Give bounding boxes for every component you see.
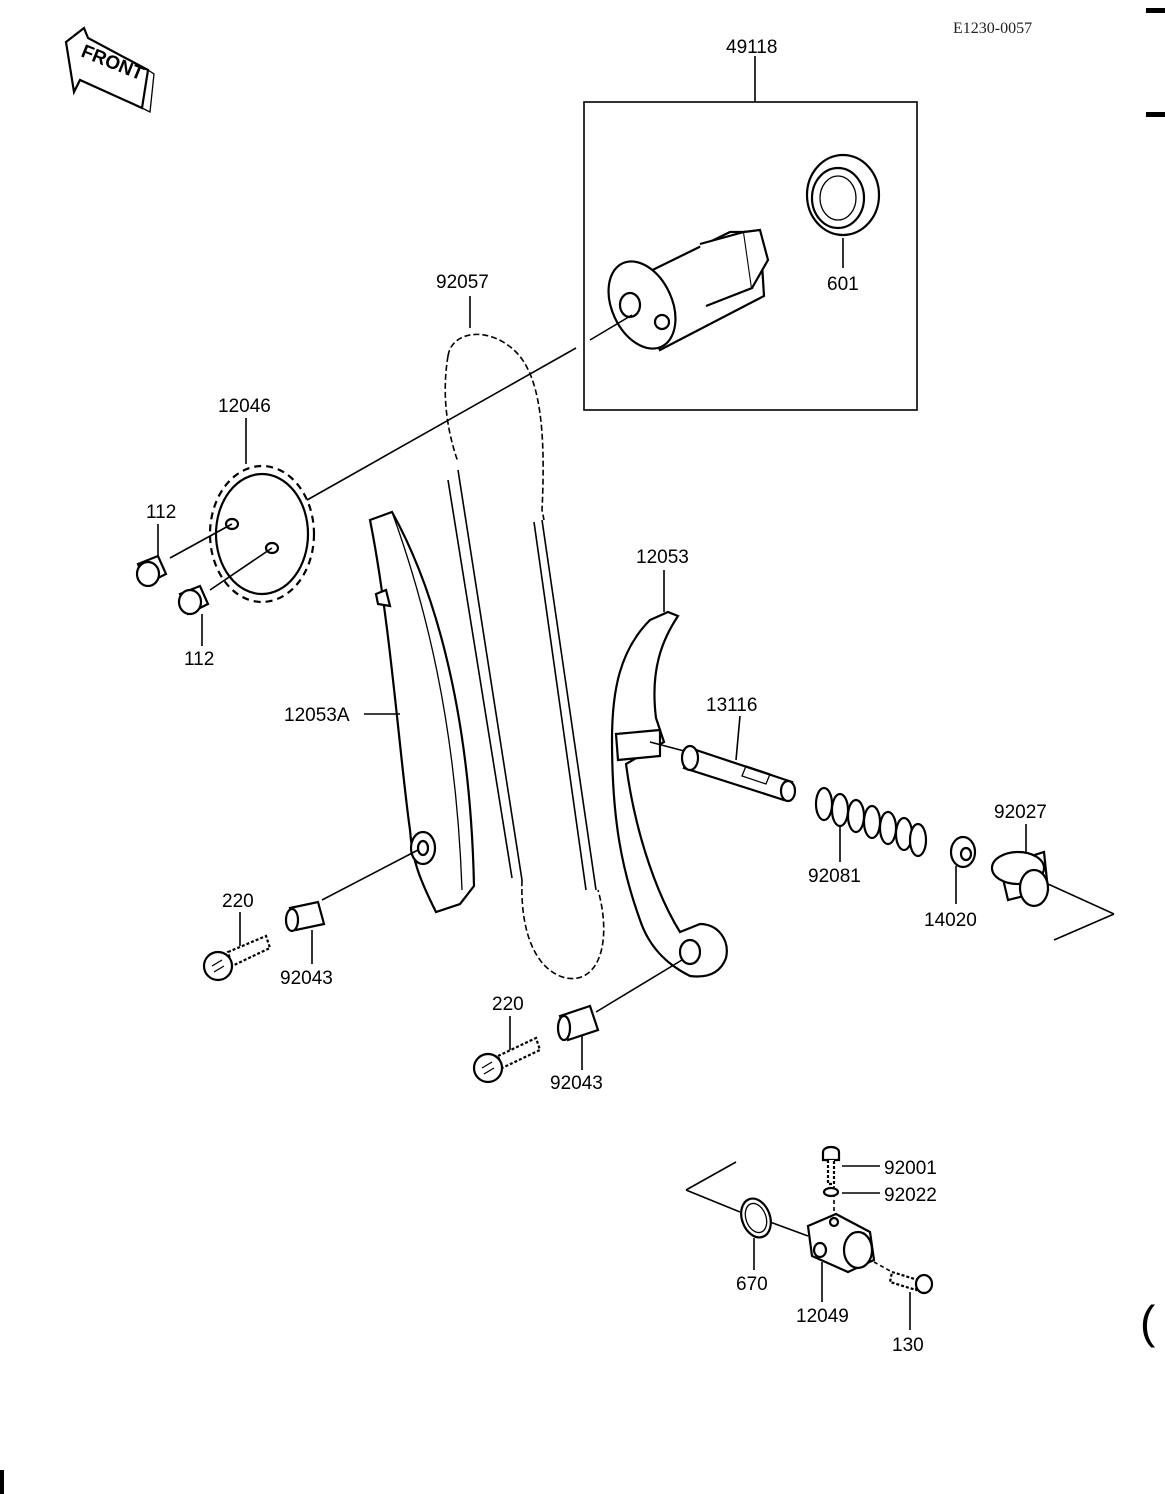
collar-92043-right — [556, 959, 683, 1042]
camshaft — [607, 228, 770, 352]
diagram-code: E1230-0057 — [953, 20, 1032, 37]
camshaft-assembly — [583, 56, 918, 411]
tensioner-rod — [649, 741, 797, 803]
chain-guide-left — [368, 510, 476, 914]
ring-14020 — [949, 835, 977, 869]
chain-guide-right — [610, 610, 728, 978]
label-13116: 13116 — [706, 695, 757, 716]
cap-92027 — [990, 850, 1050, 908]
front-arrow-icon: FRONT — [64, 26, 155, 114]
bolt-112-top — [135, 523, 233, 588]
cam-sprocket — [208, 464, 316, 604]
tensioner-body-12049 — [685, 1161, 876, 1274]
tensioner-spring — [814, 786, 928, 858]
label-92022: 92022 — [884, 1185, 937, 1206]
label-12046: 12046 — [218, 396, 271, 417]
edge-mark — [1146, 8, 1165, 13]
bolt-112-bottom — [177, 547, 273, 616]
label-12053A: 12053A — [284, 705, 350, 726]
washer-92022 — [822, 1186, 840, 1198]
cam-chain — [444, 333, 605, 980]
axis-line — [299, 347, 577, 505]
edge-mark — [1146, 112, 1165, 117]
label-220-right: 220 — [492, 994, 524, 1015]
label-112-bottom: 112 — [184, 649, 214, 670]
label-112-top: 112 — [146, 502, 176, 523]
label-12049: 12049 — [796, 1306, 849, 1327]
edge-mark — [0, 1470, 4, 1494]
label-92001: 92001 — [884, 1158, 937, 1179]
label-220-left: 220 — [222, 891, 254, 912]
oring-670 — [740, 1197, 772, 1239]
label-92081: 92081 — [808, 866, 861, 887]
label-130: 130 — [892, 1335, 924, 1356]
bearing-601 — [805, 153, 881, 237]
label-92057: 92057 — [436, 272, 489, 293]
edge-glyph: ( — [1140, 1296, 1156, 1348]
bolt-220-left — [202, 934, 272, 982]
label-92027: 92027 — [994, 802, 1047, 823]
bolt-92001 — [821, 1145, 841, 1214]
label-49118: 49118 — [726, 37, 777, 58]
label-92043-left: 92043 — [280, 968, 333, 989]
label-14020: 14020 — [924, 910, 977, 931]
label-92043-right: 92043 — [550, 1073, 603, 1094]
bolt-220-right — [472, 1036, 542, 1084]
label-12053: 12053 — [636, 547, 689, 568]
collar-92043-left — [284, 849, 419, 933]
label-670: 670 — [736, 1274, 768, 1295]
label-601: 601 — [827, 274, 859, 295]
bolt-130 — [873, 1261, 934, 1295]
